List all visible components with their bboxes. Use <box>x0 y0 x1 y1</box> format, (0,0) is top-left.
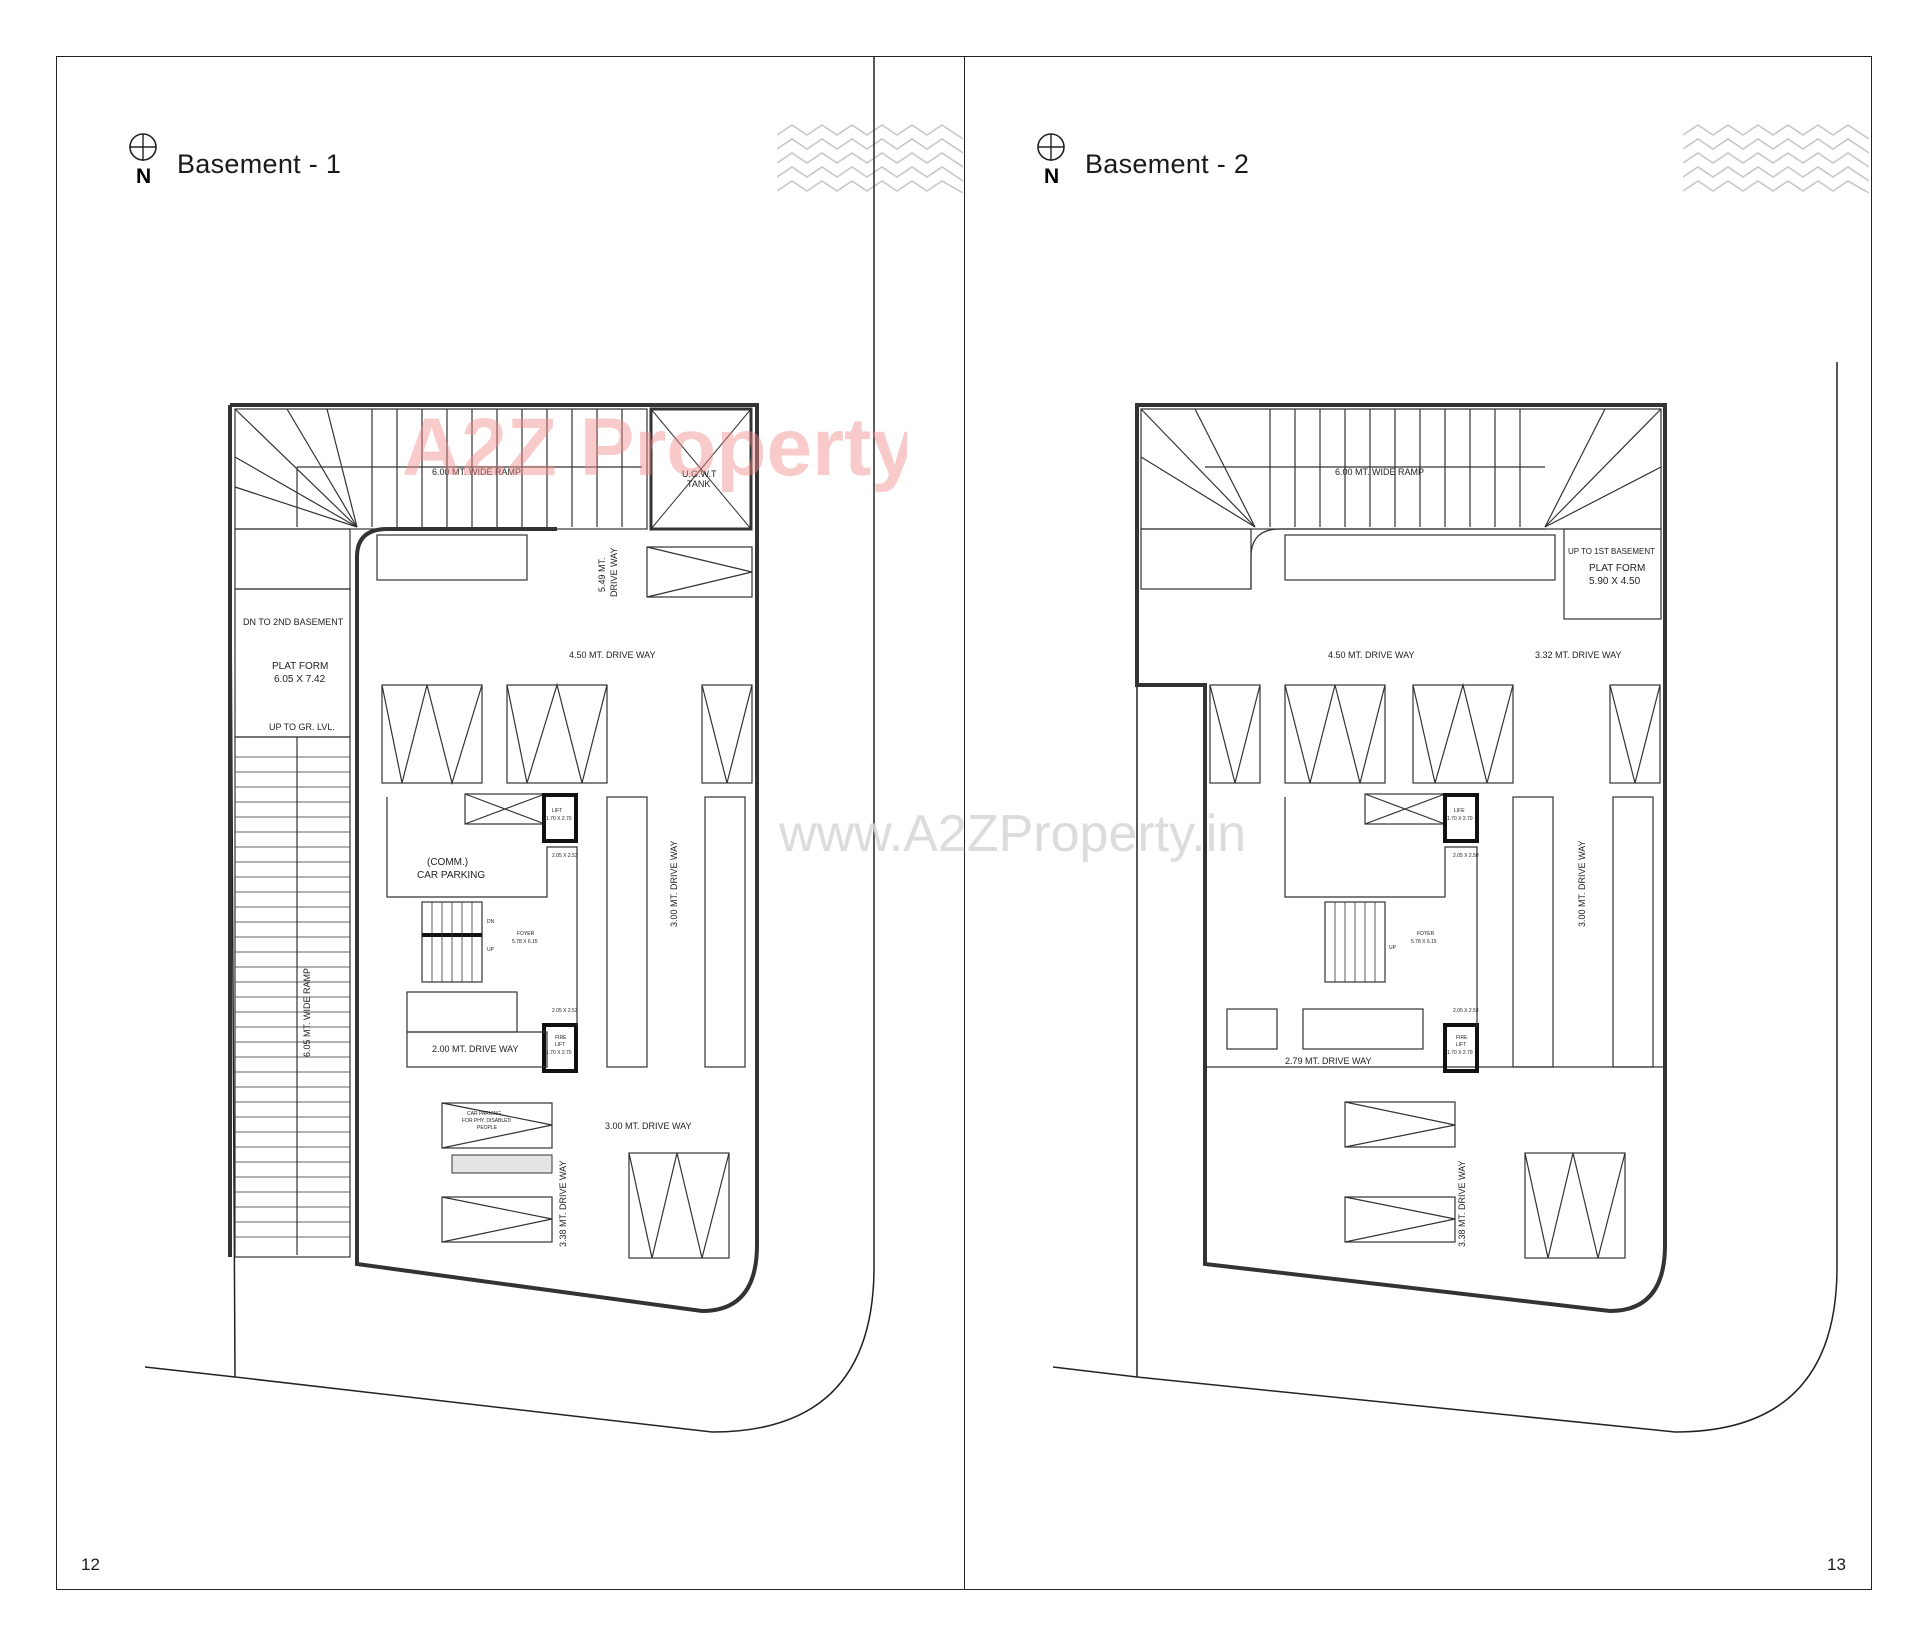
label-fire-lift-3: 1.70 X 2.70 <box>546 1050 572 1056</box>
plot-boundary <box>229 362 875 1433</box>
page-title: Basement - 1 <box>177 149 342 179</box>
label-ramp-side: 6.05 MT. WIDE RAMP <box>302 968 312 1057</box>
label-up: UP <box>1389 945 1397 951</box>
label-up-gr: UP TO GR. LVL. <box>269 722 335 732</box>
label-driveway-549-2: DRIVE WAY <box>609 547 619 597</box>
core <box>1443 793 1479 1073</box>
label-disabled-3: PEOPLE <box>477 1125 498 1131</box>
north-arrow-icon: N <box>129 133 157 187</box>
label-driveway-549-1: 5.49 MT. <box>597 557 607 592</box>
label-lift-2: 1.70 X 2.70 <box>1447 816 1473 822</box>
parking-bays <box>376 534 753 1259</box>
label-driveway-300-h: 3.00 MT. DRIVE WAY <box>605 1121 692 1131</box>
chevron-pattern-icon <box>1683 124 1869 193</box>
label-lobby-bottom: 2.05 X 2.53 <box>1453 1008 1479 1014</box>
label-comm-2: CAR PARKING <box>417 870 485 881</box>
label-driveway-279: 2.79 MT. DRIVE WAY <box>1285 1056 1372 1066</box>
label-fire-lift-3: 1.70 X 2.70 <box>1447 1050 1473 1056</box>
label-up: UP <box>487 947 495 953</box>
brochure-spread: N Basement - 1 <box>56 56 1872 1590</box>
label-fire-lift-2: LIFT <box>1456 1042 1466 1048</box>
label-driveway-300-v: 3.00 MT. DRIVE WAY <box>1577 840 1587 927</box>
label-foyer-1: FOYER <box>1417 931 1435 937</box>
label-fire-lift-2: LIFT <box>555 1042 565 1048</box>
floor-plan-basement-1: 6.00 MT. WIDE RAMP U.G.W.T TANK 5.49 MT.… <box>144 57 875 1433</box>
label-foyer-2: 5.78 X 6.15 <box>512 939 538 945</box>
label-driveway-332: 3.32 MT. DRIVE WAY <box>1535 650 1622 660</box>
label-lift-1: LIFT <box>552 808 562 814</box>
label-lobby-bottom: 2.05 X 2.53 <box>552 1008 578 1014</box>
left-ramp <box>234 528 351 1258</box>
page-number: 13 <box>1827 1555 1846 1574</box>
label-platform-2: 6.05 X 7.42 <box>274 674 326 685</box>
building-outline <box>230 403 759 1314</box>
label-lobby-top: 2.05 X 2.50 <box>1453 853 1479 859</box>
page-number: 12 <box>81 1555 100 1574</box>
page-title: Basement - 2 <box>1085 149 1250 179</box>
top-ramp <box>234 408 648 530</box>
label-driveway-300-v: 3.00 MT. DRIVE WAY <box>669 840 679 927</box>
label-fire-lift-1: FIRE <box>555 1035 567 1041</box>
chevron-pattern-icon <box>777 124 963 193</box>
label-ramp-top: 6.00 MT. WIDE RAMP <box>432 467 521 477</box>
label-disabled-1: CAR PARKING <box>467 1111 501 1117</box>
label-platform-2: 5.90 X 4.50 <box>1589 576 1641 587</box>
label-fire-lift-1: FIRE <box>1456 1035 1468 1041</box>
label-driveway-338: 3.38 MT. DRIVE WAY <box>1457 1160 1467 1247</box>
label-ugwt-1: U.G.W.T <box>682 469 717 479</box>
page-basement-2: N Basement - 2 <box>965 57 1873 1589</box>
floor-plan-basement-2: 6.00 MT. WIDE RAMP UP TO 1ST BASEMENT PL… <box>1052 362 1838 1433</box>
label-driveway-338: 3.38 MT. DRIVE WAY <box>558 1160 568 1247</box>
parking-bays <box>1205 682 1665 1259</box>
label-dn: DN <box>487 919 495 925</box>
north-label: N <box>1044 165 1059 187</box>
label-driveway-450: 4.50 MT. DRIVE WAY <box>569 650 656 660</box>
label-comm-1: (COMM.) <box>427 857 468 868</box>
label-foyer-1: FOYER <box>517 931 535 937</box>
core <box>542 793 578 1073</box>
north-label: N <box>136 165 151 187</box>
left-ramp-steps <box>235 756 350 1238</box>
north-arrow-icon: N <box>1037 133 1065 187</box>
label-lobby-top: 2.05 X 2.53 <box>552 853 578 859</box>
top-ramp <box>1140 408 1662 620</box>
label-up-basement: UP TO 1ST BASEMENT <box>1568 547 1655 556</box>
plot-boundary <box>1136 362 1838 1433</box>
building-outline <box>1135 403 1667 1314</box>
label-platform-1: PLAT FORM <box>272 661 328 672</box>
label-dn-basement: DN TO 2ND BASEMENT <box>243 617 344 627</box>
label-lift-2: 1.70 X 2.70 <box>546 816 572 822</box>
label-driveway-450: 4.50 MT. DRIVE WAY <box>1328 650 1415 660</box>
label-lift-1: LIFE <box>1454 808 1465 814</box>
label-disabled-2: FOR PHY. DISABLED <box>462 1118 511 1124</box>
label-ugwt-2: TANK <box>687 479 710 489</box>
ugwt-tank <box>649 407 753 531</box>
label-ramp-top: 6.00 MT. WIDE RAMP <box>1335 467 1424 477</box>
page-basement-1: N Basement - 1 <box>57 57 965 1589</box>
label-driveway-200: 2.00 MT. DRIVE WAY <box>432 1044 519 1054</box>
label-foyer-2: 5.78 X 6.15 <box>1411 939 1437 945</box>
label-platform-1: PLAT FORM <box>1589 563 1645 574</box>
